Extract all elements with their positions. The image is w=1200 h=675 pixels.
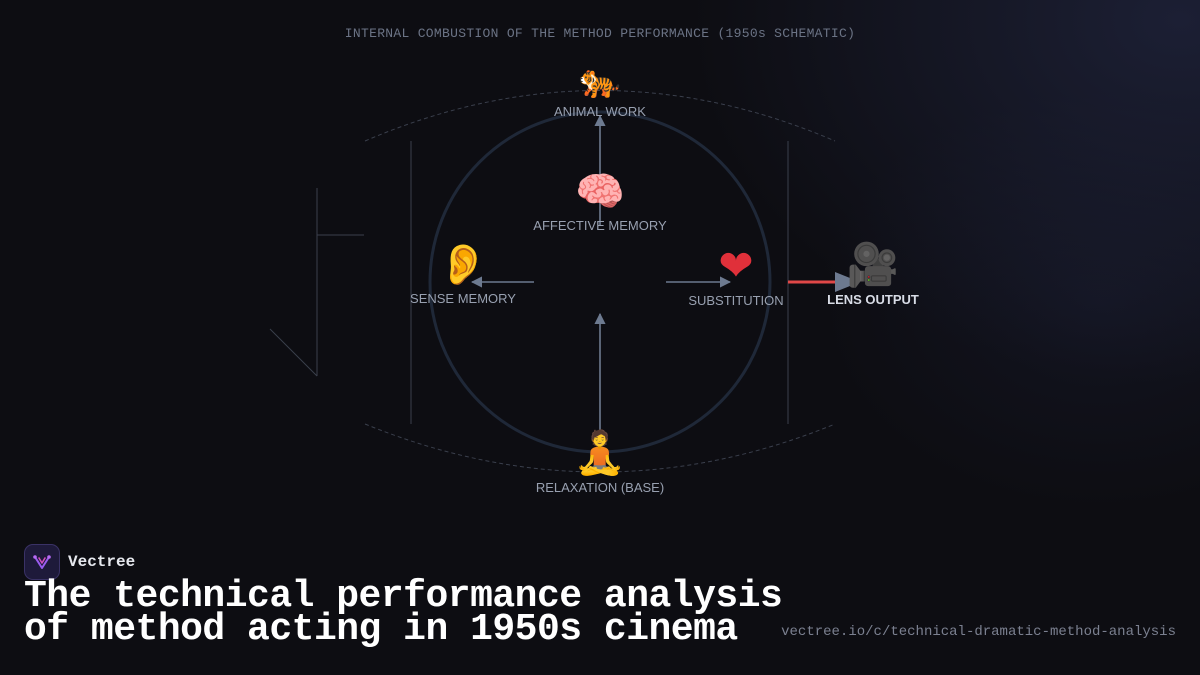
guide-arc-bottom (364, 423, 836, 473)
arrowhead-lens-output (835, 272, 860, 292)
meditating-person-icon: 🧘 (573, 428, 627, 477)
headline: The technical performance analysis of me… (24, 575, 784, 651)
node-affective-memory: 🧠 AFFECTIVE MEMORY (533, 172, 666, 233)
node-animal-work: 🐅 ANIMAL WORK (554, 64, 646, 119)
node-label-affective-memory: AFFECTIVE MEMORY (533, 218, 667, 233)
node-label-substitution: SUBSTITUTION (688, 293, 784, 308)
guide-arc-top (364, 90, 836, 142)
core-circle (428, 110, 772, 454)
vectree-logo-icon (24, 544, 60, 580)
ear-icon: 👂 (438, 242, 488, 288)
node-label-relaxation: RELAXATION (BASE) (535, 480, 665, 495)
source-url[interactable]: vectree.io/c/technical-dramatic-method-a… (781, 624, 1176, 640)
brand-name: Vectree (68, 553, 136, 571)
tiger-icon: 🐅 (578, 61, 622, 101)
node-sense-memory: 👂 SENSE MEMORY (410, 245, 516, 306)
node-label-animal-work: ANIMAL WORK (554, 104, 646, 119)
brand[interactable]: Vectree (24, 544, 135, 580)
guide-bracket-diagonal (269, 328, 318, 377)
heart-icon: ❤ (718, 241, 754, 290)
brain-icon: 🧠 (575, 169, 625, 215)
node-relaxation: 🧘 RELAXATION (BASE) (535, 428, 665, 496)
node-label-sense-memory: SENSE MEMORY (410, 291, 516, 306)
headline-line-2: of method acting in 1950s cinema (24, 608, 738, 651)
node-substitution: ❤ SUBSTITUTION (688, 241, 784, 309)
movie-camera-icon: 🎥 (846, 240, 900, 289)
headline-line-1: The technical performance analysis (24, 575, 783, 618)
node-lens-output: 🎥 LENS OUTPUT (827, 240, 919, 308)
diagram-title: INTERNAL COMBUSTION OF THE METHOD PERFOR… (344, 26, 856, 41)
node-label-lens-output: LENS OUTPUT (827, 292, 919, 307)
